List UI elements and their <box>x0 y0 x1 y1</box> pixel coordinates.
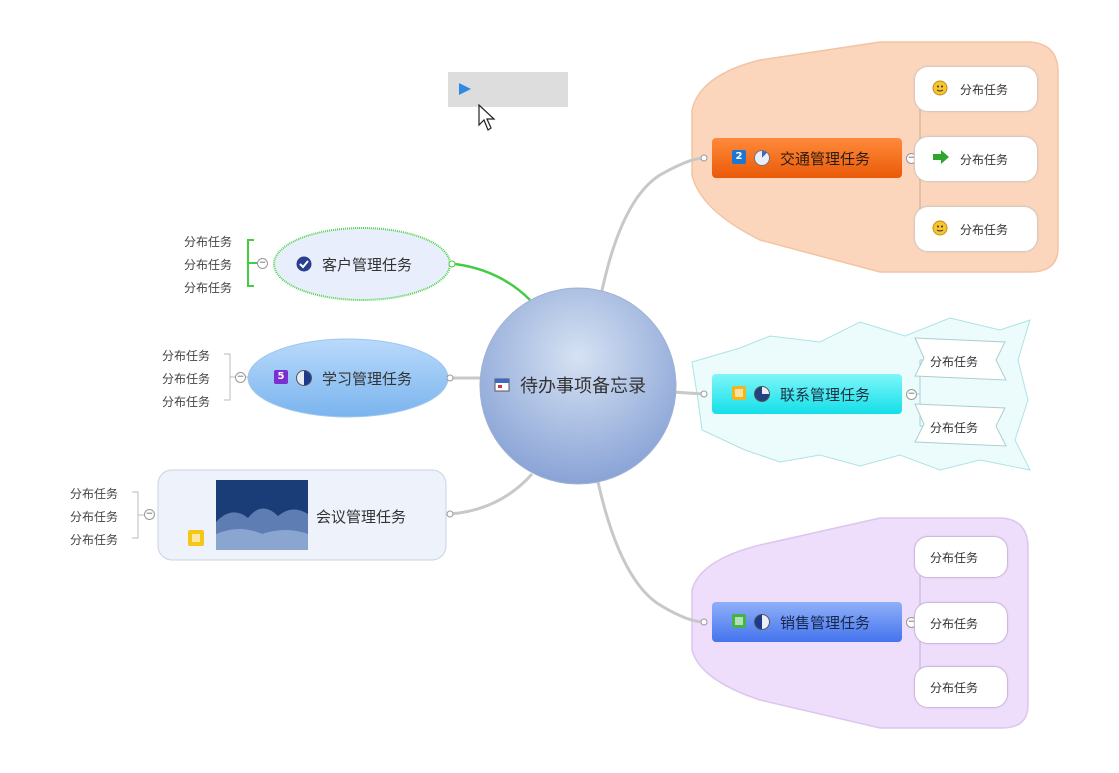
subtask-sales-3[interactable] <box>914 666 1008 708</box>
subtask-sales-1[interactable] <box>914 536 1008 578</box>
task-flag-icon <box>732 614 746 628</box>
smiley-icon <box>932 80 948 96</box>
collapse-toggle-customer[interactable]: − <box>257 258 268 269</box>
collapse-toggle-study[interactable]: − <box>235 372 246 383</box>
topic-customer[interactable]: 客户管理任务 <box>292 252 442 276</box>
collapse-toggle-contact[interactable]: − <box>906 389 917 400</box>
check-circle-icon <box>296 256 312 272</box>
half-pie-icon <box>754 614 770 630</box>
topic-meeting[interactable]: 会议管理任务 <box>316 504 436 528</box>
subtask-traffic-2-label: 分布任务 <box>960 153 1009 167</box>
subtask-study-2[interactable]: 分布任务 <box>162 372 211 386</box>
subtask-study-1[interactable]: 分布任务 <box>162 349 211 363</box>
contact-topic-shape <box>712 374 902 414</box>
calendar-icon <box>494 378 510 392</box>
topic-sales-label: 销售管理任务 <box>780 614 871 632</box>
collapse-toggle-meeting[interactable]: − <box>144 509 155 520</box>
three-quarter-pie-icon <box>754 386 770 402</box>
subtask-customer-1[interactable]: 分布任务 <box>184 235 233 249</box>
central-topic[interactable]: 待办事项备忘录 <box>490 372 670 398</box>
topic-traffic[interactable]: 2 交通管理任务 <box>728 146 898 170</box>
subtask-contact-2[interactable]: 分布任务 <box>930 421 979 435</box>
topic-meeting-label: 会议管理任务 <box>316 508 407 526</box>
topic-traffic-label: 交通管理任务 <box>780 150 871 168</box>
subtask-traffic-1-label: 分布任务 <box>960 83 1009 97</box>
subtask-study-3[interactable]: 分布任务 <box>162 395 211 409</box>
play-icon[interactable] <box>458 82 472 96</box>
contact-sub-shape-1 <box>914 337 1007 381</box>
subtask-meeting-3[interactable]: 分布任务 <box>70 533 119 547</box>
sales-topic-shape <box>712 602 902 642</box>
topic-customer-label: 客户管理任务 <box>322 256 413 274</box>
smiley-icon <box>932 220 948 236</box>
contact-sub-shape-2 <box>914 403 1007 447</box>
playback-bar[interactable] <box>448 72 568 107</box>
topic-contact[interactable]: 联系管理任务 <box>728 382 898 406</box>
traffic-topic-shape <box>712 138 902 178</box>
subtask-meeting-2[interactable]: 分布任务 <box>70 510 119 524</box>
task-flag-icon <box>188 530 204 546</box>
subtask-traffic-3-label: 分布任务 <box>960 223 1009 237</box>
topic-study-label: 学习管理任务 <box>322 370 413 388</box>
central-bubble <box>479 287 677 485</box>
subtask-contact-1[interactable]: 分布任务 <box>930 355 979 369</box>
subtask-meeting-1[interactable]: 分布任务 <box>70 487 119 501</box>
half-pie-icon <box>296 370 312 386</box>
subtask-sales-2-label: 分布任务 <box>930 617 979 631</box>
central-title: 待办事项备忘录 <box>520 376 646 397</box>
topic-contact-label: 联系管理任务 <box>780 386 871 404</box>
green-arrow-icon <box>933 150 949 164</box>
subtask-sales-1-label: 分布任务 <box>930 551 979 565</box>
subtask-customer-3[interactable]: 分布任务 <box>184 281 233 295</box>
quarter-pie-icon <box>754 150 770 166</box>
subtask-customer-2[interactable]: 分布任务 <box>184 258 233 272</box>
priority-badge-study: 5 <box>274 370 288 384</box>
mouse-pointer-icon <box>478 104 496 131</box>
priority-badge-traffic: 2 <box>732 150 746 164</box>
task-flag-icon <box>732 386 746 400</box>
subtask-sales-3-label: 分布任务 <box>930 681 979 695</box>
topic-study[interactable]: 5 学习管理任务 <box>270 366 430 390</box>
subtask-sales-2[interactable] <box>914 602 1008 644</box>
topic-sales[interactable]: 销售管理任务 <box>728 610 898 634</box>
